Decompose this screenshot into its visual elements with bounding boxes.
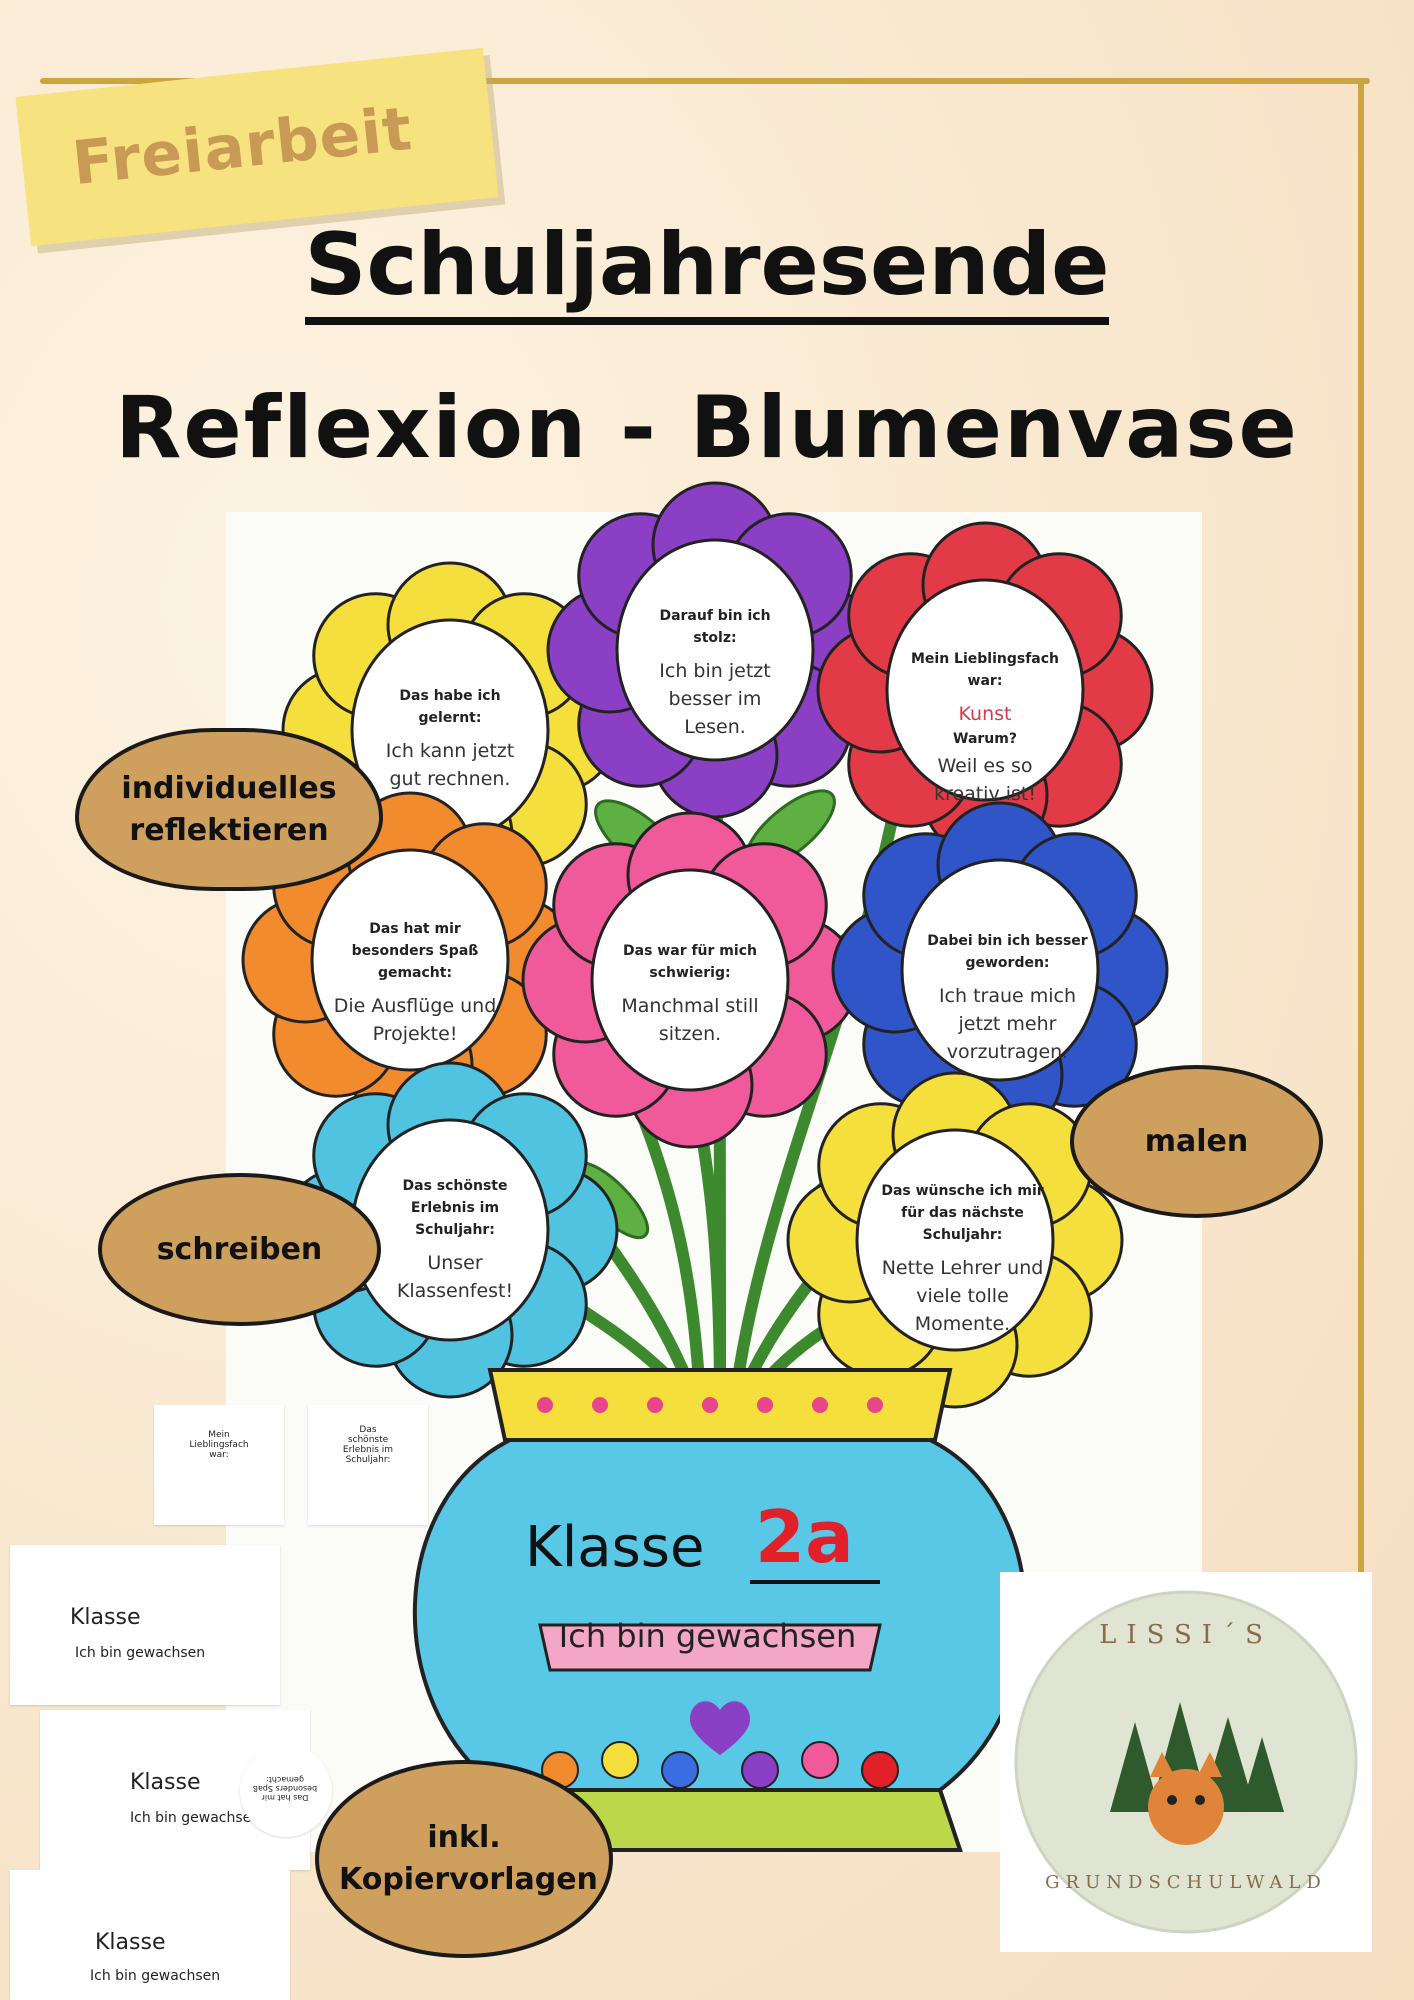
logo-box: LISSI´S GRUNDSCHULWALD: [1000, 1572, 1372, 1952]
flower-favorite-subject: Mein Lieblingsfach war: Kunst Warum? Wei…: [910, 648, 1060, 808]
thumb-vase-1: Klasse Ich bin gewachsen: [10, 1545, 280, 1705]
flower-center: [900, 858, 1100, 1082]
flower-proud: Darauf bin ich stolz: Ich bin jetzt bess…: [640, 605, 790, 741]
flower-question: Das war für mich schwierig:: [623, 943, 757, 981]
flower-improved: Dabei bin ich besser geworden: Ich traue…: [925, 930, 1090, 1066]
flower-answer: Manchmal still sitzen.: [621, 995, 759, 1045]
flower-center: [615, 538, 815, 762]
flower-question-2: Warum?: [953, 731, 1017, 747]
bubble-reflect: individuelles reflektieren: [75, 728, 383, 891]
bubble-write: schreiben: [98, 1173, 381, 1326]
flower-difficult: Das war für mich schwierig: Manchmal sti…: [615, 940, 765, 1048]
logo-emblem: [1014, 1590, 1358, 1934]
logo-bottom-text: GRUNDSCHULWALD: [1045, 1872, 1327, 1893]
flower-question: Das habe ich gelernt:: [399, 688, 501, 726]
flower-question: Das hat mir besonders Spaß gemacht:: [351, 921, 479, 981]
page-title: Schuljahresende: [0, 215, 1414, 325]
flower-answer: Ich bin jetzt besser im Lesen.: [659, 660, 771, 738]
thumb-flower-3: Das hat mir besonders Spaß gemacht:: [240, 1745, 332, 1837]
flower-center: [855, 1128, 1055, 1352]
flower-learned: Das habe ich gelernt: Ich kann jetzt gut…: [370, 685, 530, 793]
frame-top-line: [40, 78, 1370, 84]
vase-class-line: [750, 1580, 880, 1584]
flower-answer: Ich traue mich jetzt mehr vorzutragen.: [938, 985, 1077, 1063]
vase-banner: Ich bin gewachsen: [558, 1617, 857, 1655]
flower-center: [590, 868, 790, 1092]
flower-answer: Kunst: [958, 703, 1012, 725]
flower-wish: Das wünsche ich mir für das nächste Schu…: [880, 1180, 1045, 1338]
thumb-flower-2: Das schönste Erlebnis im Schuljahr:: [308, 1405, 428, 1525]
flower-best-experience: Das schönste Erlebnis im Schuljahr: Unse…: [380, 1175, 530, 1305]
flower-center: [885, 578, 1085, 802]
flower-question: Dabei bin ich besser geworden:: [927, 933, 1088, 971]
vase-class-label: Klasse: [525, 1515, 705, 1580]
vase-class-value: 2a: [755, 1495, 854, 1579]
bubble-templates: inkl. Kopiervorlagen: [315, 1760, 613, 1958]
flower-answer: Unser Klassenfest!: [396, 1252, 514, 1302]
flower-center: [310, 848, 510, 1072]
thumb-flower-1: Mein Lieblingsfach war:: [154, 1405, 284, 1525]
bubble-paint: malen: [1070, 1065, 1323, 1218]
frame-right-line: [1358, 78, 1364, 1698]
thumb-vase-3: Klasse Ich bin gewachsen: [10, 1870, 290, 2000]
flower-question: Das wünsche ich mir für das nächste Schu…: [881, 1183, 1044, 1243]
flower-answer: Die Ausflüge und Projekte!: [333, 995, 497, 1045]
flower-question: Das schönste Erlebnis im Schuljahr:: [402, 1178, 508, 1238]
flower-answer: Nette Lehrer und viele tolle Momente.: [881, 1257, 1044, 1335]
flower-answer: Ich kann jetzt gut rechnen.: [385, 740, 515, 790]
flower-fun: Das hat mir besonders Spaß gemacht: Die …: [330, 918, 500, 1048]
page-subtitle: Reflexion - Blumenvase: [115, 378, 1299, 478]
flower-question: Mein Lieblingsfach war:: [910, 651, 1060, 689]
flower-answer-2: Weil es so kreativ ist!: [934, 755, 1036, 805]
flower-question: Darauf bin ich stolz:: [659, 608, 771, 646]
logo-top-text: LISSI´S: [1099, 1620, 1273, 1650]
